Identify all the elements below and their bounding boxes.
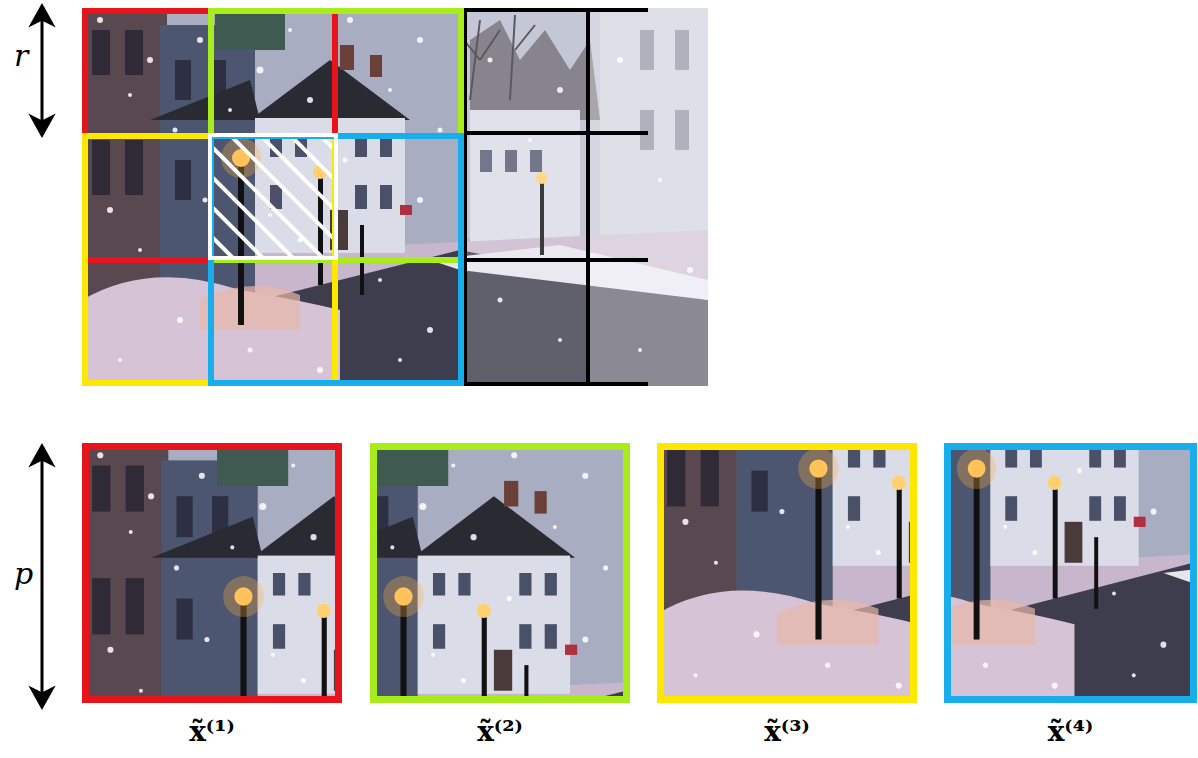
patch-border (370, 443, 630, 703)
patch-frame: x̃⁽³⁾ (657, 443, 917, 703)
patch-label: x̃⁽⁴⁾ (944, 715, 1197, 748)
dimension-label: p (14, 556, 33, 591)
patch-frame: x̃⁽⁴⁾ (944, 443, 1197, 703)
patch-label: x̃⁽³⁾ (657, 715, 917, 748)
patch-label: x̃⁽¹⁾ (82, 715, 342, 748)
dimension-label: r (14, 38, 28, 73)
patch-frame: x̃⁽¹⁾ (82, 443, 342, 703)
patch-border (82, 443, 342, 703)
patch-border (944, 443, 1197, 703)
patch-border (657, 443, 917, 703)
patch-label: x̃⁽²⁾ (370, 715, 630, 748)
patch-frame: x̃⁽²⁾ (370, 443, 630, 703)
